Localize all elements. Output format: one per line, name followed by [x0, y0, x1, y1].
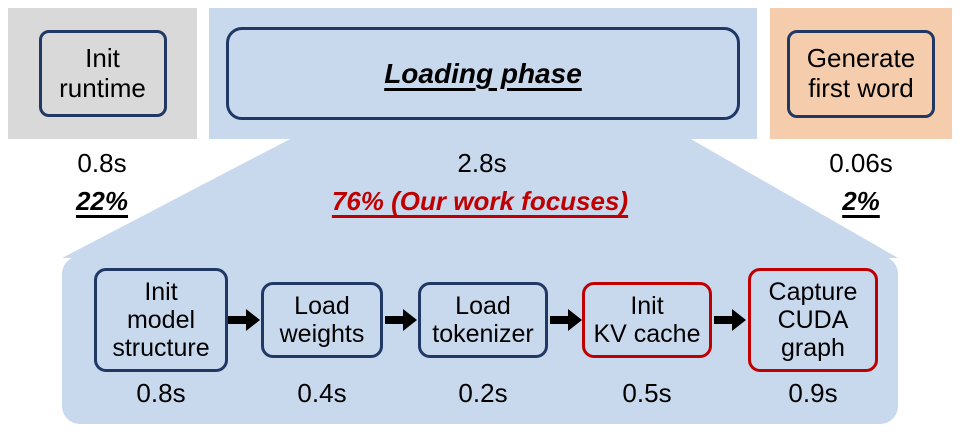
- step-box-capture-cuda-graph: Capture CUDA graph: [748, 268, 878, 372]
- step-label-init-model-structure: Init model structure: [112, 278, 210, 362]
- step-label-capture-cuda-graph: Capture CUDA graph: [768, 278, 858, 362]
- step-label-load-weights: Load weights: [279, 292, 365, 348]
- step-label-load-tokenizer: Load tokenizer: [432, 292, 534, 348]
- step-time-load-tokenizer: 0.2s: [458, 378, 508, 408]
- phase-box-init-runtime: Init runtime: [38, 30, 167, 117]
- step-time-init-model-structure: 0.8s: [136, 378, 186, 408]
- arrow-right-icon: [385, 308, 417, 332]
- step-box-init-model-structure: Init model structure: [94, 268, 228, 372]
- percent-label-loading: 76% (Our work focuses): [331, 186, 629, 216]
- phase-box-generate-first-word: Generate first word: [787, 29, 935, 118]
- phase-label-generate-first-word: Generate first word: [806, 43, 916, 103]
- step-box-init-kv-cache: Init KV cache: [582, 282, 712, 358]
- percent-label-generate-first-word: 2%: [842, 186, 880, 216]
- step-time-init-kv-cache: 0.5s: [622, 378, 672, 408]
- time-label-init-runtime: 0.8s: [77, 148, 127, 178]
- arrow-right-icon: [228, 308, 260, 332]
- arrow-right-icon: [550, 308, 582, 332]
- step-label-init-kv-cache: Init KV cache: [593, 292, 701, 348]
- phase-box-loading: Loading phase: [226, 27, 740, 120]
- step-box-load-weights: Load weights: [261, 282, 383, 358]
- percent-label-init-runtime: 22%: [75, 186, 129, 216]
- phase-label-init-runtime: Init runtime: [59, 43, 146, 103]
- phase-panel-loading: Loading phase: [209, 8, 757, 139]
- step-box-load-tokenizer: Load tokenizer: [418, 282, 548, 358]
- phase-panel-generate-first-word: Generate first word: [770, 8, 952, 139]
- step-time-capture-cuda-graph: 0.9s: [788, 378, 838, 408]
- phase-label-loading: Loading phase: [384, 57, 582, 89]
- step-time-load-weights: 0.4s: [297, 378, 347, 408]
- arrow-right-icon: [714, 308, 746, 332]
- loading-steps-panel: Init model structure Load weights Load t…: [62, 256, 898, 424]
- time-label-generate-first-word: 0.06s: [829, 148, 893, 178]
- time-label-loading: 2.8s: [457, 148, 507, 178]
- phase-panel-init-runtime: Init runtime: [8, 8, 197, 139]
